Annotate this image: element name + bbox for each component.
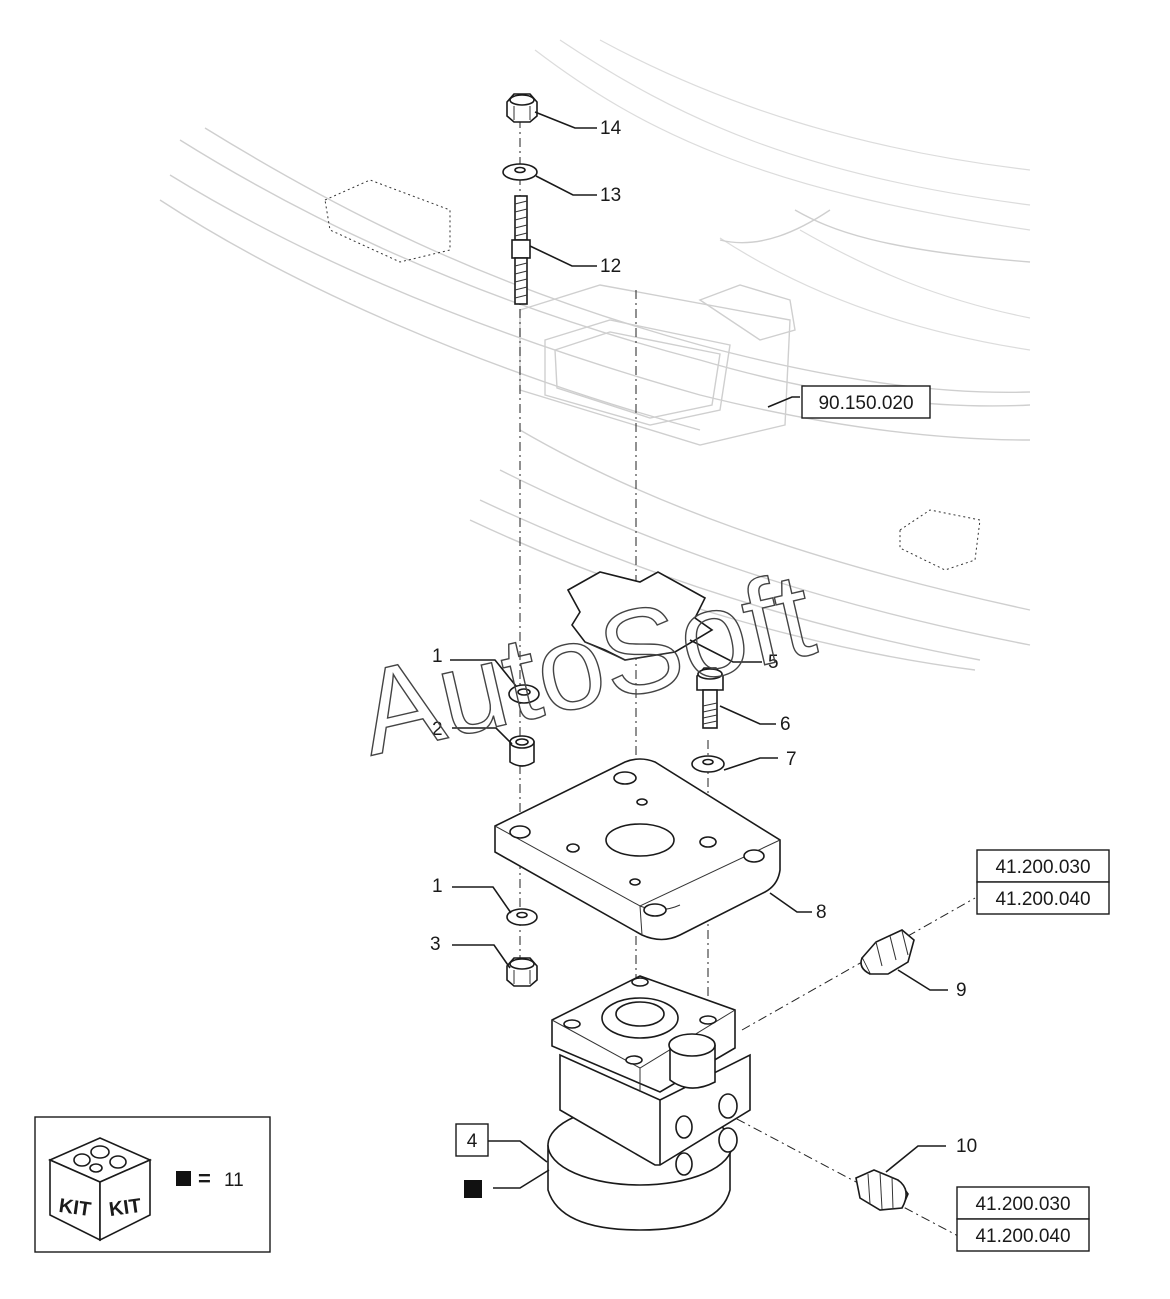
callout-5: 5 (768, 652, 779, 673)
callout-1-upper: 1 (432, 646, 443, 667)
legend-kit-number: 11 (224, 1170, 244, 1191)
kit-text-right: KIT (108, 1195, 143, 1221)
callout-12: 12 (600, 256, 621, 277)
kit-legend: KIT KIT = 11 (34, 1116, 271, 1253)
ref-port-top-2: 41.200.040 (995, 889, 1090, 910)
callout-3: 3 (430, 934, 441, 955)
part-7-washer (691, 755, 725, 773)
callout-2: 2 (432, 719, 443, 740)
kit-box-icon: KIT KIT (48, 1137, 152, 1242)
part-14-nut (506, 93, 538, 123)
reference-frame[interactable]: 90.150.020 (801, 385, 931, 419)
part-8-mounting-plate (494, 758, 781, 941)
legend-equals: = (198, 1166, 211, 1191)
callout-6: 6 (780, 714, 791, 735)
callout-9: 9 (956, 980, 967, 1001)
callout-1-lower: 1 (432, 876, 443, 897)
kit-marker-square (464, 1180, 482, 1198)
part-10-adapter (855, 1169, 909, 1211)
part-12-stud (511, 195, 531, 305)
part-2-bushing (509, 735, 535, 767)
callout-13: 13 (600, 185, 621, 206)
ref-frame-text: 90.150.020 (818, 393, 913, 414)
callout-labels: 14 13 12 5 1 6 2 7 1 8 3 9 10 (430, 118, 977, 1157)
leader-lines (450, 111, 948, 1189)
ref-port-top-1: 41.200.030 (995, 857, 1090, 878)
part-1-lower-washer (506, 908, 538, 926)
callout-10: 10 (956, 1136, 977, 1157)
kit-text-left: KIT (57, 1195, 92, 1221)
callout-8: 8 (816, 902, 827, 923)
callout-4-box: 4 (455, 1123, 489, 1198)
part-13-washer (502, 163, 538, 181)
legend-marker-square (176, 1171, 191, 1186)
reference-port-top[interactable]: 41.200.030 41.200.040 (976, 849, 1110, 915)
ref-port-bottom-1: 41.200.030 (975, 1194, 1070, 1215)
part-9-adapter (860, 929, 915, 975)
reference-port-bottom[interactable]: 41.200.030 41.200.040 (956, 1186, 1090, 1252)
part-3-nut (506, 957, 538, 987)
callout-7: 7 (786, 749, 797, 770)
part-6-bolt (696, 667, 724, 729)
part-1-upper-washer (508, 684, 540, 704)
ref-port-bottom-2: 41.200.040 (975, 1226, 1070, 1247)
callout-14: 14 (600, 118, 622, 139)
callout-4: 4 (467, 1131, 478, 1152)
part-4-steering-unit (547, 975, 751, 1231)
